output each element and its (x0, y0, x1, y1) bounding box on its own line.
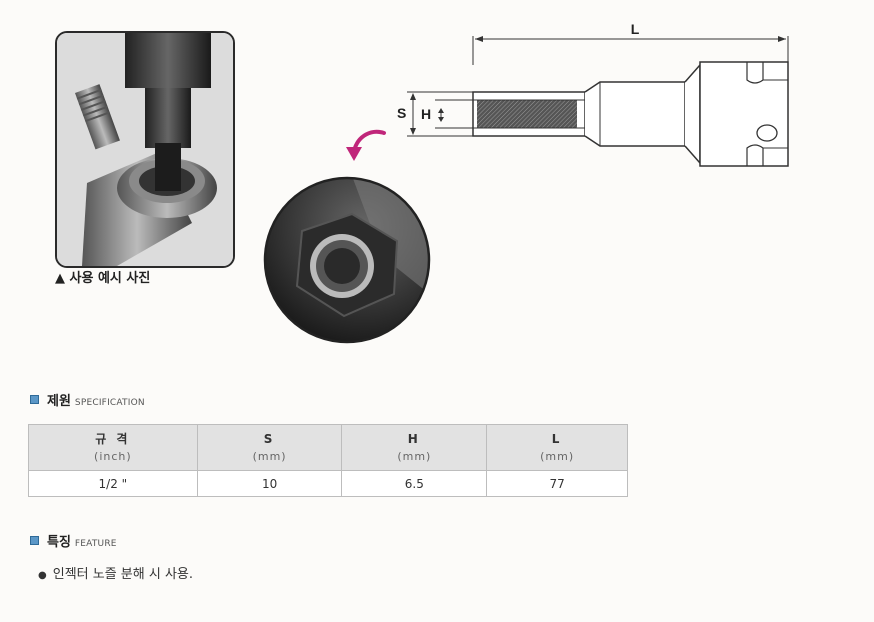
feature-subtitle: FEATURE (74, 539, 117, 549)
feature-section-title: 특징 FEATURE (30, 531, 117, 550)
table-row: 1/2 " 10 6.5 77 (28, 470, 628, 497)
cell-s: 10 (196, 470, 343, 497)
curved-arrow-icon (346, 129, 386, 161)
spec-section-title: 제원 SPECIFICATION (30, 390, 145, 409)
label-S: S (397, 105, 406, 121)
square-bullet-icon (30, 395, 39, 404)
spec-subtitle: SPECIFICATION (74, 398, 145, 408)
spec-table: 규 격 (inch) S (mm) H (mm) L (mm) 1/2 " 10… (28, 424, 628, 497)
usage-photo-illustration (57, 33, 233, 266)
table-header-row: 규 격 (inch) S (mm) H (mm) L (mm) (28, 424, 628, 471)
cell-size: 1/2 " (28, 470, 198, 497)
bullet-dot-icon: ● (38, 570, 47, 581)
cell-l: 77 (486, 470, 628, 497)
label-H: H (421, 106, 431, 122)
dimension-diagram: L S H (397, 21, 789, 167)
feature-text: 인젝터 노즐 분해 시 사용. (52, 567, 193, 582)
label-L: L (631, 21, 640, 37)
cell-h: 6.5 (341, 470, 488, 497)
list-item: ● 인젝터 노즐 분해 시 사용. (38, 563, 193, 582)
header-s: S (mm) (196, 424, 343, 471)
header-l: L (mm) (486, 424, 628, 471)
feature-title: 특징 (47, 535, 71, 550)
usage-photo (55, 31, 235, 268)
spec-title: 제원 (47, 394, 71, 409)
square-bullet-icon (30, 536, 39, 545)
photo-caption: ▲ 사용 예시 사진 (55, 271, 151, 286)
header-size: 규 격 (inch) (28, 424, 198, 471)
hex-closeup-image (263, 176, 431, 344)
header-h: H (mm) (341, 424, 488, 471)
